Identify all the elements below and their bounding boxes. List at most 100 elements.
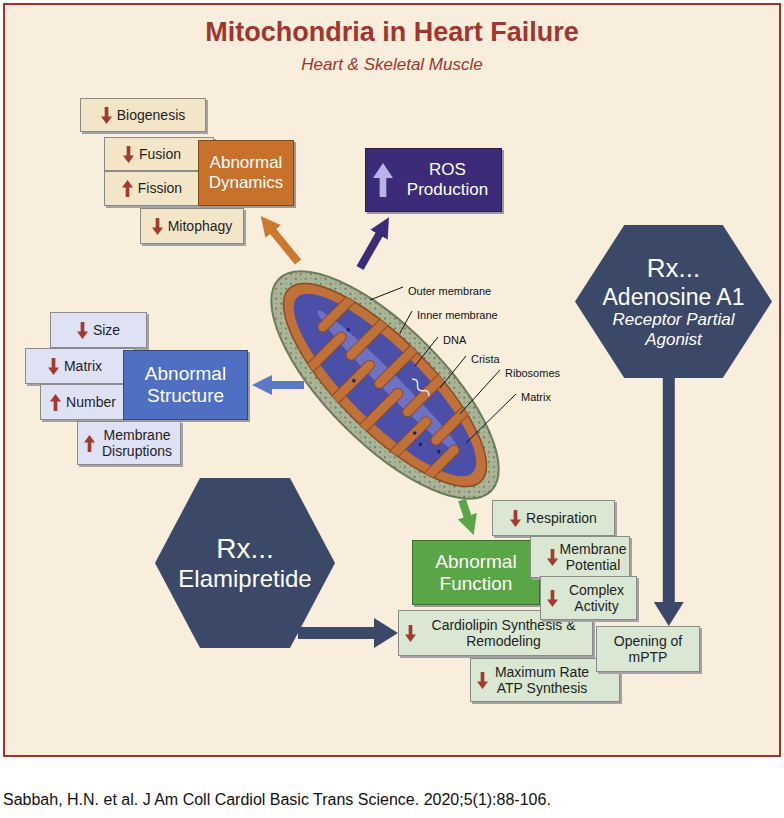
text-column: Membrane Potential: [563, 541, 623, 573]
category-box: Abnormal Dynamics: [198, 140, 294, 206]
down-arrow-icon: [123, 146, 134, 163]
finding-card: Size: [50, 312, 147, 348]
down-arrow-icon: [101, 107, 112, 124]
leader-lines: [370, 287, 516, 443]
finding-card: Membrane Potential: [530, 536, 630, 578]
title-block: Mitochondria in Heart Failure: [0, 17, 784, 48]
down-arrow-icon: [477, 672, 488, 689]
label-block: Matrix: [520, 387, 552, 405]
box-heading: Abnormal Dynamics: [206, 153, 286, 192]
text-column: Biogenesis: [117, 107, 186, 123]
text-column: Cardiolipin Synthesis & Remodeling: [421, 617, 586, 649]
caption-text: Sabbah, H.N. et al. J Am Coll Cardiol Ba…: [3, 791, 779, 809]
part-label: Inner membrane: [416, 309, 499, 322]
text-column: Fission: [138, 180, 182, 196]
card-text: Respiration: [526, 510, 597, 526]
therapy-text: Adenosine A1: [603, 284, 745, 310]
part-label: Ribosomes: [504, 367, 561, 380]
up-arrow-icon: [373, 163, 393, 197]
finding-card: Opening of mPTP: [596, 626, 700, 672]
up-arrow-icon: [50, 394, 61, 411]
text-column: Respiration: [526, 510, 597, 526]
caption-block: Sabbah, H.N. et al. J Am Coll Cardiol Ba…: [3, 791, 779, 809]
frame-panel: [4, 4, 780, 756]
card-text: Mitophagy: [168, 218, 233, 234]
text-column: Abnormal Dynamics: [206, 153, 286, 192]
text-column: Maximum Rate ATP Synthesis: [493, 664, 591, 696]
card-text: Number: [66, 394, 116, 410]
label-block: Inner membrane: [416, 305, 499, 323]
part-label: Outer membrane: [407, 285, 492, 298]
text-column: Mitophagy: [168, 218, 233, 234]
down-arrow-icon: [510, 510, 521, 527]
text-column: Abnormal Function: [420, 551, 532, 595]
finding-card: Membrane Disruptions: [77, 421, 181, 465]
finding-card: Respiration: [492, 500, 615, 536]
down-arrow-icon: [547, 590, 558, 607]
therapy-text: Elamipretide: [178, 565, 311, 593]
down-arrow-icon: [77, 322, 88, 339]
down-arrow-icon: [405, 625, 416, 642]
figure-title: Mitochondria in Heart Failure: [0, 17, 784, 48]
pointer-arrow: [270, 381, 304, 389]
card-text: Fission: [138, 180, 182, 196]
card-text: Cardiolipin Synthesis & Remodeling: [421, 617, 586, 649]
pointer-arrow: [272, 230, 298, 262]
matrix-space: [272, 272, 498, 498]
part-label: Crista: [470, 353, 501, 366]
down-arrow-icon: [48, 358, 59, 375]
card-text: Biogenesis: [117, 107, 186, 123]
therapy-text: Rx...: [216, 533, 274, 565]
text-column: Membrane Disruptions: [100, 427, 174, 459]
label-block: Heart & Skeletal Muscle: [0, 55, 784, 75]
text-column: Fusion: [139, 146, 181, 162]
label-block: Crista: [470, 349, 501, 367]
category-box: Abnormal Function: [412, 540, 540, 605]
finding-card: Complex Activity: [540, 576, 637, 620]
box-heading: Abnormal Structure: [131, 363, 240, 407]
card-text: Opening of mPTP: [603, 633, 693, 665]
card-text: Maximum Rate ATP Synthesis: [493, 664, 591, 696]
ros-box: ROS Production: [365, 148, 502, 212]
up-arrow-icon: [122, 180, 133, 197]
therapy-subtext: Receptor Partial Agonist: [593, 310, 754, 349]
part-label: DNA: [442, 334, 467, 347]
pointer-arrow: [360, 233, 380, 268]
subtitle: Heart & Skeletal Muscle: [301, 55, 482, 75]
therapy-hexagon: Rx...Adenosine A1Receptor Partial Agonis…: [575, 225, 772, 378]
down-arrow-icon: [547, 549, 558, 566]
card-text: Fusion: [139, 146, 181, 162]
label-block: Ribosomes: [504, 363, 561, 381]
up-arrow-icon: [84, 435, 95, 452]
therapy-hexagon: Rx...Elamipretide: [155, 478, 335, 648]
part-label: Matrix: [520, 391, 552, 404]
card-text: Complex Activity: [563, 582, 630, 614]
card-text: Matrix: [64, 358, 102, 374]
ribosome-dots: [323, 327, 457, 461]
label-block: DNA: [442, 330, 467, 348]
text-column: Abnormal Structure: [131, 363, 240, 407]
label-block: Outer membrane: [407, 281, 492, 299]
finding-card: Matrix: [25, 348, 135, 384]
text-column: Number: [66, 394, 116, 410]
pointer-arrow: [462, 500, 468, 518]
box-heading: Abnormal Function: [420, 551, 532, 595]
box-heading: ROS Production: [401, 160, 494, 199]
category-box: Abnormal Structure: [123, 350, 248, 420]
finding-card: Biogenesis: [80, 98, 206, 132]
card-text: Membrane Disruptions: [100, 427, 174, 459]
text-column: Size: [93, 322, 120, 338]
text-column: ROS Production: [401, 160, 494, 199]
therapy-arrow: [298, 618, 398, 648]
dna-strand: [410, 378, 431, 399]
card-text: Size: [93, 322, 120, 338]
card-text: Membrane Potential: [560, 541, 627, 573]
inner-membrane: [256, 256, 513, 513]
text-column: Matrix: [64, 358, 102, 374]
text-column: Opening of mPTP: [603, 633, 693, 665]
finding-card: Mitophagy: [140, 208, 244, 244]
therapy-arrow: [654, 378, 684, 626]
therapy-text: Rx...: [647, 254, 700, 284]
down-arrow-icon: [152, 218, 163, 235]
